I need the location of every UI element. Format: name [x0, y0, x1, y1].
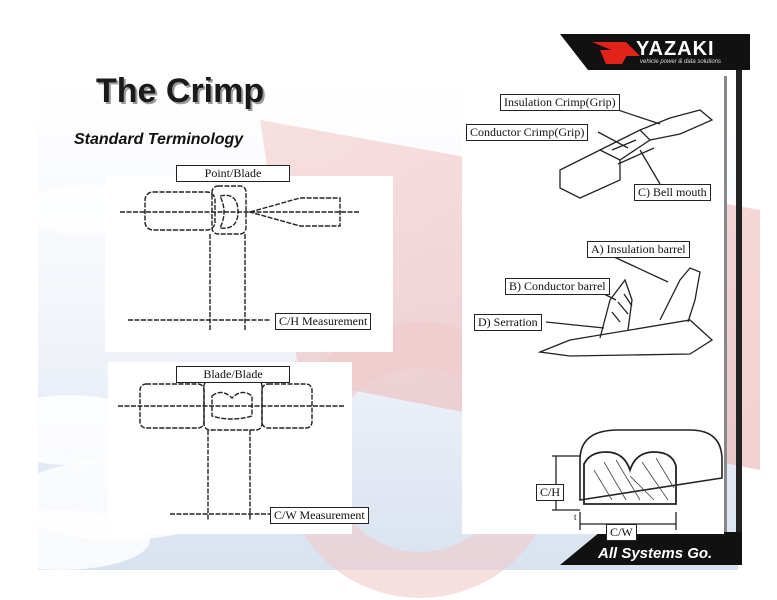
right-figures-panel	[462, 86, 724, 534]
insulation-crimp-label: Insulation Crimp(Grip)	[500, 94, 620, 111]
brand-tagline: vehicle power & data solutions	[640, 59, 722, 65]
insulation-barrel-label: A) Insulation barrel	[587, 241, 690, 258]
conductor-crimp-label: Conductor Crimp(Grip)	[466, 124, 589, 141]
cw-measurement-label: C/W Measurement	[270, 507, 369, 524]
page-subtitle: Standard Terminology	[74, 131, 244, 148]
blade-blade-label: Blade/Blade	[176, 366, 290, 383]
yazaki-logo	[560, 34, 750, 70]
point-blade-label: Point/Blade	[176, 165, 290, 182]
brand-name: YAZAKI	[636, 38, 715, 60]
bell-mouth-label: C) Bell mouth	[634, 184, 711, 201]
cw-dimension-label: C/W	[606, 524, 637, 541]
thickness-label: t	[574, 512, 577, 522]
brand-slogan: All Systems Go.	[598, 545, 713, 562]
conductor-barrel-label: B) Conductor barrel	[505, 278, 610, 295]
ch-dimension-label: C/H	[536, 484, 565, 501]
serration-label: D) Serration	[474, 314, 542, 331]
ch-measurement-label: C/H Measurement	[275, 313, 372, 330]
page-title: The Crimp	[96, 72, 265, 110]
